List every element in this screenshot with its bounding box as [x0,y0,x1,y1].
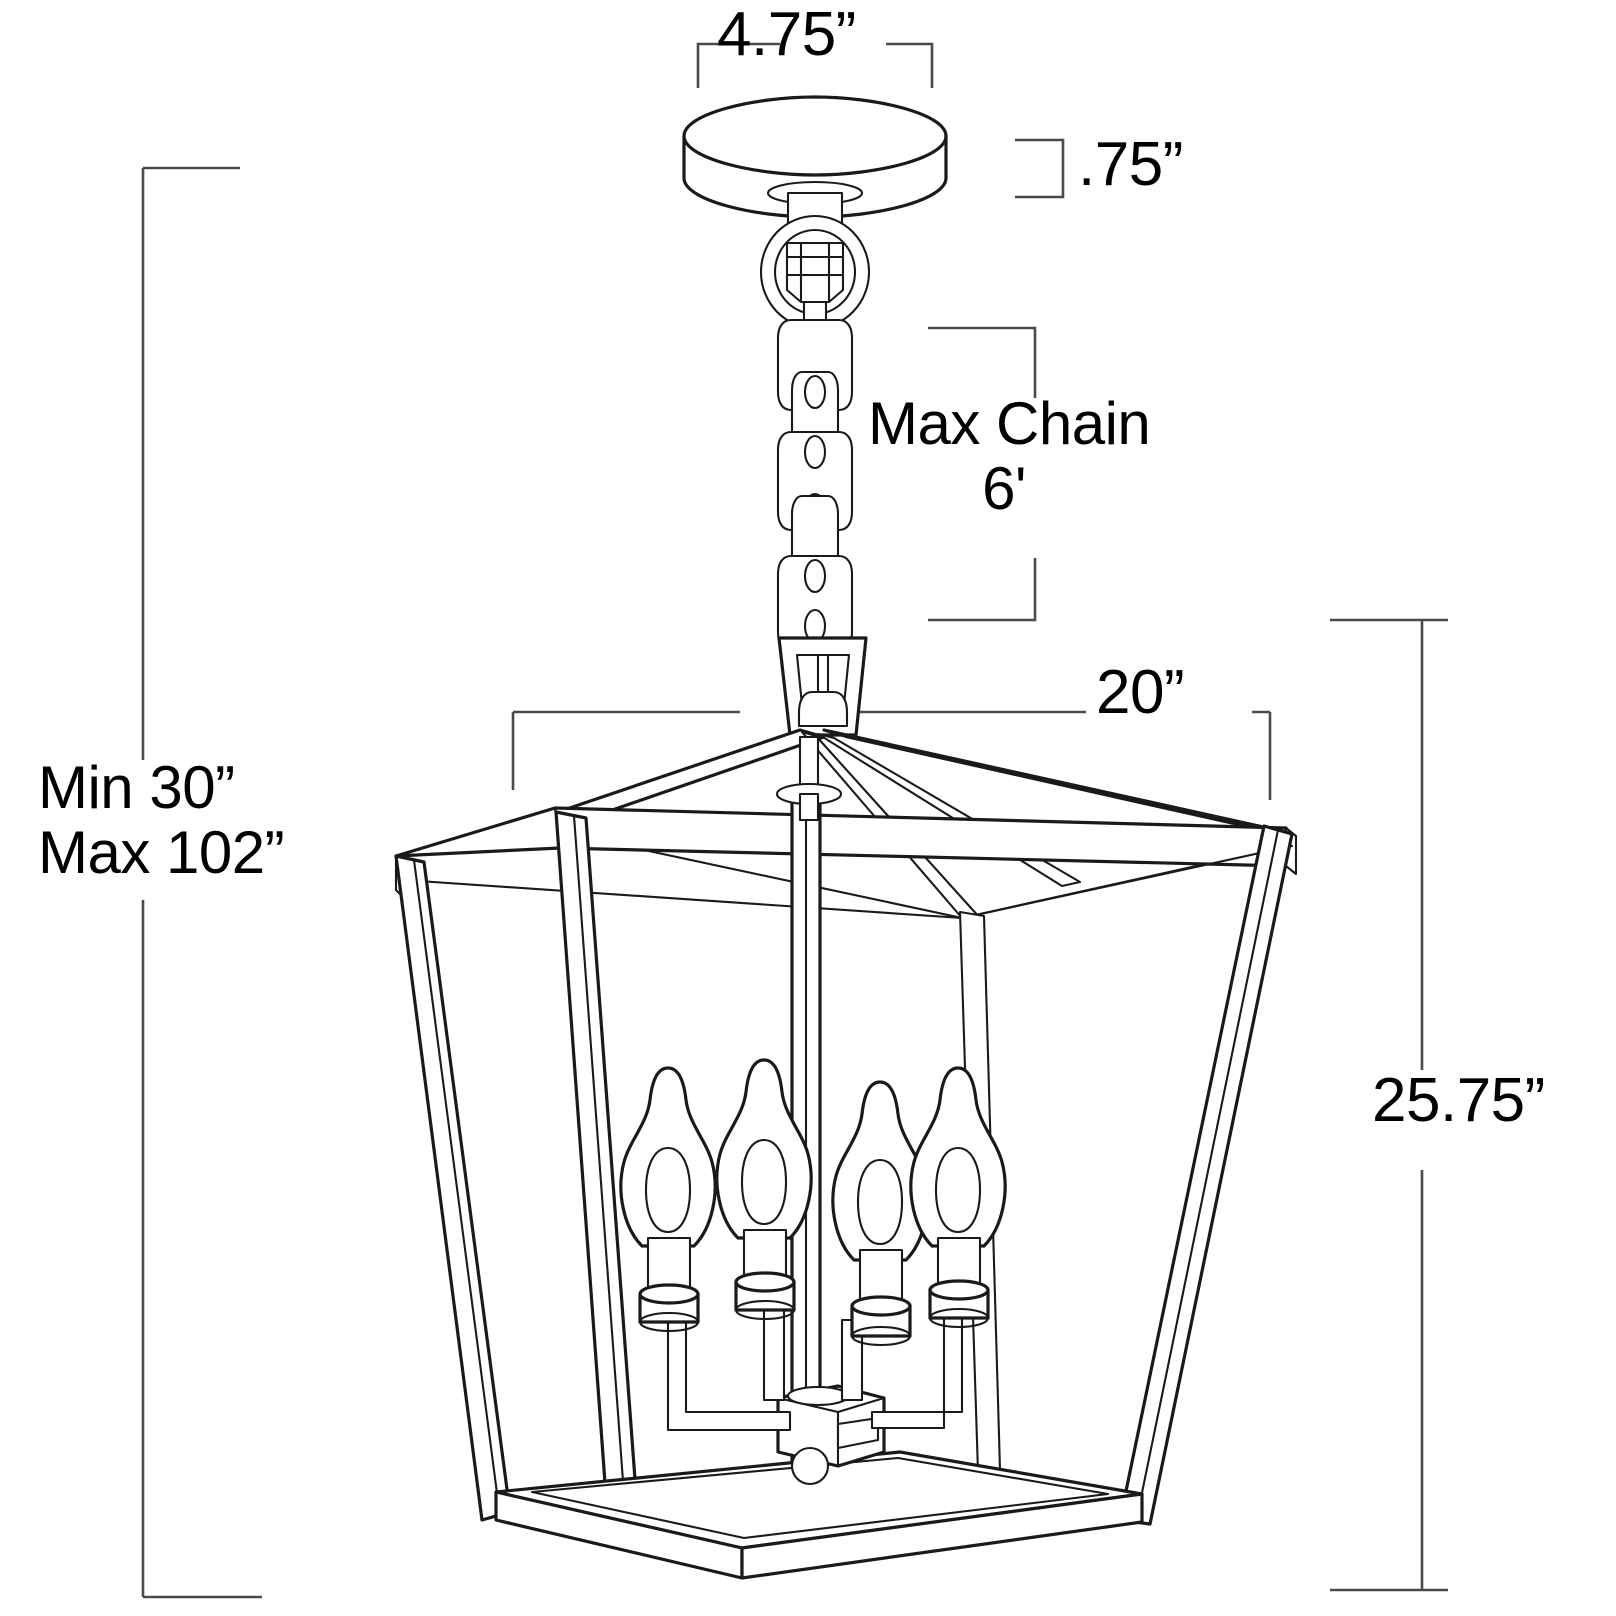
dim-label-max-chain-line2: 6' [982,454,1026,522]
dim-fixture-height [1330,618,1448,1592]
dim-label-fixture-width: 20” [1096,658,1185,727]
dim-label-hang-height: Min 30”Max 102” [38,754,285,886]
dim-hang-height [141,166,262,1599]
dim-fixture-width [511,710,1272,800]
dim-label-hang-max: Max 102” [38,818,285,886]
dim-canopy-height [1015,138,1065,199]
lantern-frame [394,728,1298,1580]
candle-bulb [715,1058,813,1321]
candle-bulb [619,1066,717,1333]
dim-label-hang-min: Min 30” [38,754,235,821]
dim-label-canopy-height: .75” [1078,130,1183,199]
dimension-lines [141,42,1448,1599]
base-plate [494,1450,1144,1580]
dim-top-width [696,42,934,88]
dim-label-top-width: 4.75” [717,0,856,69]
candle-bulb [909,1066,1007,1329]
candle-bulb [831,1080,929,1347]
dim-label-max-chain-line1: Max Chain [868,390,1151,457]
top-finial-cap [777,636,868,737]
ceiling-canopy [682,95,948,219]
candle-cluster [619,1058,1007,1486]
chain [776,318,854,652]
dim-max-chain [928,326,1037,622]
hanging-hardware [759,180,871,342]
dim-label-fixture-height: 25.75” [1372,1066,1545,1135]
